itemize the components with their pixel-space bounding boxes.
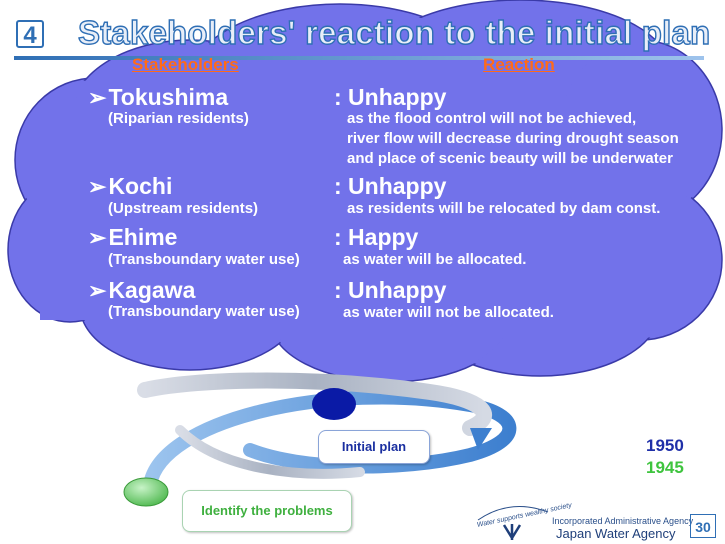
stakeholder-name: Tokushima [108, 84, 229, 110]
stakeholder-tokushima: ➢Tokushima [88, 84, 228, 111]
year-1945: 1945 [646, 458, 684, 477]
reaction-value: : Unhappy [334, 173, 447, 199]
japan-water-agency-logo-icon [477, 506, 549, 540]
reaction-reason: and place of scenic beauty will be under… [347, 150, 673, 167]
stakeholder-name: Kagawa [108, 277, 196, 303]
arrow-bullet-icon: ➢ [88, 85, 107, 110]
reaction-reason: as water will not be allocated. [343, 304, 554, 321]
reaction-reason: river flow will decrease during drought … [347, 130, 679, 147]
header-reaction: Reaction [483, 55, 555, 74]
slide-number-badge: 4 [16, 20, 44, 49]
stakeholder-ehime: ➢Ehime [88, 224, 177, 251]
stakeholder-name: Kochi [108, 173, 173, 199]
reaction-reason: as water will be allocated. [343, 251, 527, 268]
identify-problems-box: Identify the problems [182, 490, 352, 532]
org-subtitle: Incorporated Administrative Agency [552, 516, 694, 526]
arrow-bullet-icon: ➢ [88, 174, 107, 199]
reaction-reason: as the flood control will not be achieve… [347, 110, 637, 127]
initial-plan-box: Initial plan [318, 430, 430, 464]
page-number: 30 [690, 514, 716, 538]
stakeholder-kagawa: ➢Kagawa [88, 277, 195, 304]
initial-plan-marker [312, 388, 356, 420]
reaction-value: : Happy [334, 224, 419, 250]
arrow-bullet-icon: ➢ [88, 225, 107, 250]
identify-problems-marker [123, 477, 169, 507]
cycle-ring-diagram [123, 372, 517, 507]
year-1950: 1950 [646, 436, 684, 455]
reaction-value: : Unhappy [334, 84, 447, 110]
stakeholder-subtitle: (Upstream residents) [108, 200, 259, 217]
stakeholder-subtitle: (Transboundary water use) [108, 251, 300, 268]
stakeholder-kochi: ➢Kochi [88, 173, 172, 200]
reaction-reason: as residents will be relocated by dam co… [347, 200, 661, 217]
header-stakeholders: Stakeholders [132, 55, 239, 74]
stakeholder-subtitle: (Transboundary water use) [108, 303, 300, 320]
stakeholder-name: Ehime [108, 224, 178, 250]
title-underline [14, 56, 704, 60]
reaction-value: : Unhappy [334, 277, 447, 303]
slide-title: Stakeholders' reaction to the initial pl… [77, 13, 711, 51]
arrow-bullet-icon: ➢ [88, 278, 107, 303]
org-name: Japan Water Agency [556, 526, 676, 541]
stakeholder-subtitle: (Riparian residents) [108, 110, 249, 127]
